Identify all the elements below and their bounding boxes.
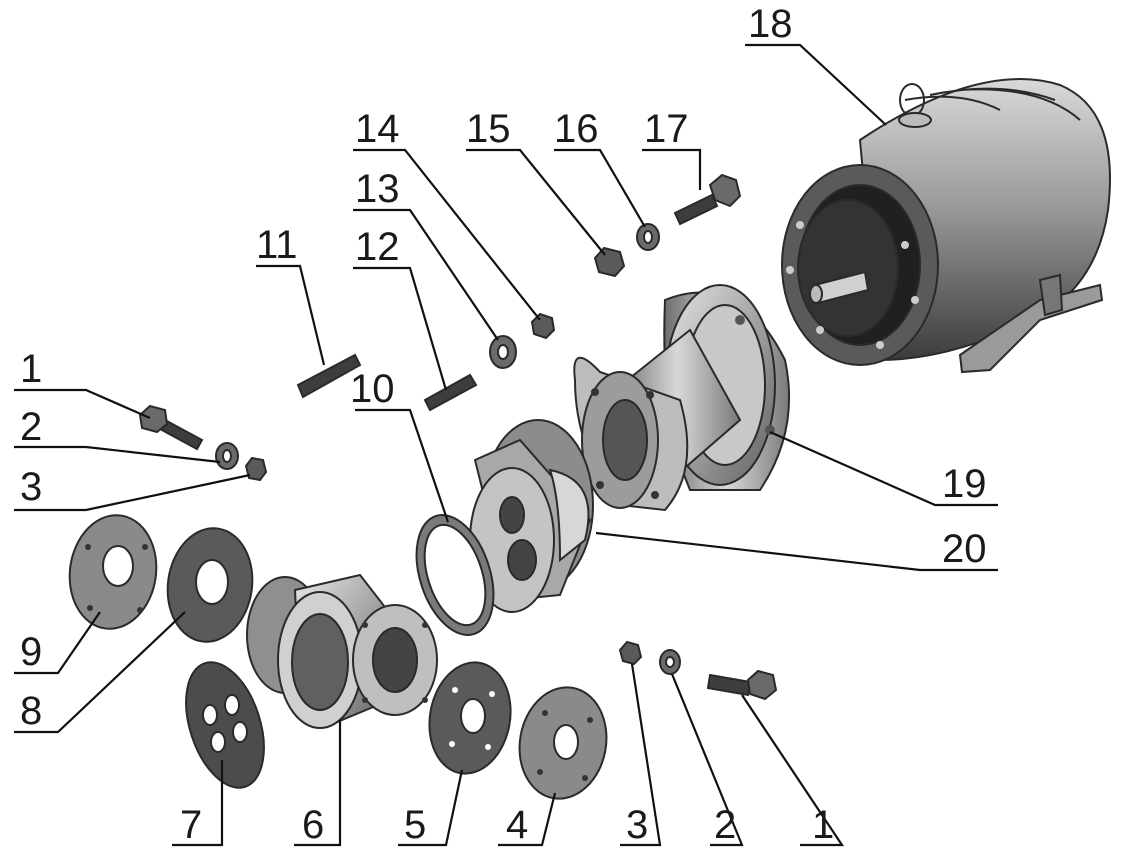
part-labels: 1 2 3 9 8 7 6 5 4 3 2 1 10 11 12 13 14 1… (20, 2, 987, 847)
gasket-part-5 (428, 661, 512, 775)
label-13: 13 (355, 167, 400, 211)
pump-body-part-6 (246, 573, 438, 729)
flange-plate-part-9 (68, 514, 158, 630)
label-14: 14 (355, 107, 400, 151)
gasket-part-7 (185, 661, 265, 789)
label-3-bottom: 3 (626, 803, 648, 847)
label-17: 17 (644, 107, 689, 151)
label-4: 4 (506, 803, 528, 847)
washer-part-16 (636, 223, 660, 251)
label-19: 19 (942, 462, 987, 506)
cone-adapter-part-19 (573, 284, 791, 512)
flange-plate-part-4 (518, 686, 608, 800)
label-12: 12 (355, 225, 400, 269)
label-16: 16 (554, 107, 599, 151)
label-9: 9 (20, 630, 42, 674)
bolt-part-1-bottom (706, 669, 778, 701)
nut-part-3-top (244, 456, 268, 482)
nut-part-14 (530, 312, 556, 340)
label-11: 11 (256, 223, 298, 267)
gasket-part-8 (166, 527, 254, 643)
washer-part-2-bottom (659, 649, 681, 675)
label-6: 6 (302, 803, 324, 847)
label-18: 18 (748, 2, 793, 46)
leader-lines (14, 43, 998, 847)
label-15: 15 (466, 107, 511, 151)
label-7: 7 (180, 803, 202, 847)
nut-part-3-bottom (618, 640, 643, 666)
washer-part-2-top (215, 442, 239, 470)
stud-part-12 (423, 373, 478, 412)
gasket-part-10 (415, 514, 495, 636)
bolt-part-1-top (138, 404, 204, 451)
nut-part-15 (593, 246, 626, 278)
label-5: 5 (404, 803, 426, 847)
label-2-top: 2 (20, 405, 42, 449)
label-3-top: 3 (20, 465, 42, 509)
label-20: 20 (942, 527, 987, 571)
label-8: 8 (20, 689, 42, 733)
motor-part-18 (781, 78, 1111, 374)
label-1-top: 1 (20, 347, 42, 391)
bolt-part-17 (673, 173, 742, 226)
washer-part-13 (489, 335, 517, 369)
stud-part-11 (296, 353, 362, 399)
label-1-bottom: 1 (812, 803, 834, 847)
label-2-bottom: 2 (714, 803, 736, 847)
label-10: 10 (350, 367, 395, 411)
